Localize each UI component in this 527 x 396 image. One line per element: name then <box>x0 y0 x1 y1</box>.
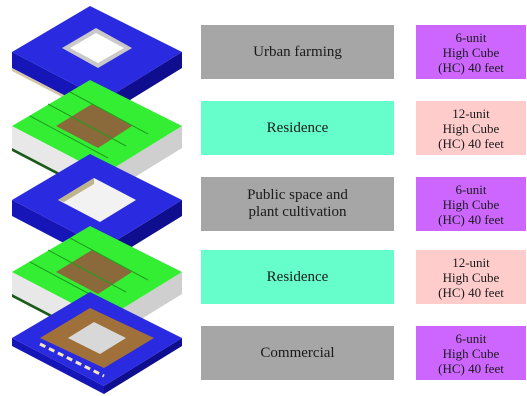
container-count-label: 6-unit High Cube (HC) 40 feet <box>416 326 526 380</box>
container-count-label: 6-unit High Cube (HC) 40 feet <box>416 25 526 79</box>
level-row: Commercial 6-unit High Cube (HC) 40 feet <box>0 326 527 380</box>
exploded-building-stack <box>12 6 182 394</box>
level-row: Residence 12-unit High Cube (HC) 40 feet <box>0 101 527 155</box>
level-row: Urban farming 6-unit High Cube (HC) 40 fe… <box>0 25 527 79</box>
function-label: Residence <box>201 101 394 155</box>
function-label: Commercial <box>201 326 394 380</box>
function-label: Residence <box>201 250 394 304</box>
level-row: Residence 12-unit High Cube (HC) 40 feet <box>0 250 527 304</box>
level-row: Public space and plant cultivation 6-unit… <box>0 177 527 231</box>
level-5-container-block <box>12 292 182 394</box>
container-count-label: 12-unit High Cube (HC) 40 feet <box>416 101 526 155</box>
function-label: Urban farming <box>201 25 394 79</box>
function-label: Public space and plant cultivation <box>201 177 394 231</box>
container-count-label: 12-unit High Cube (HC) 40 feet <box>416 250 526 304</box>
container-count-label: 6-unit High Cube (HC) 40 feet <box>416 177 526 231</box>
